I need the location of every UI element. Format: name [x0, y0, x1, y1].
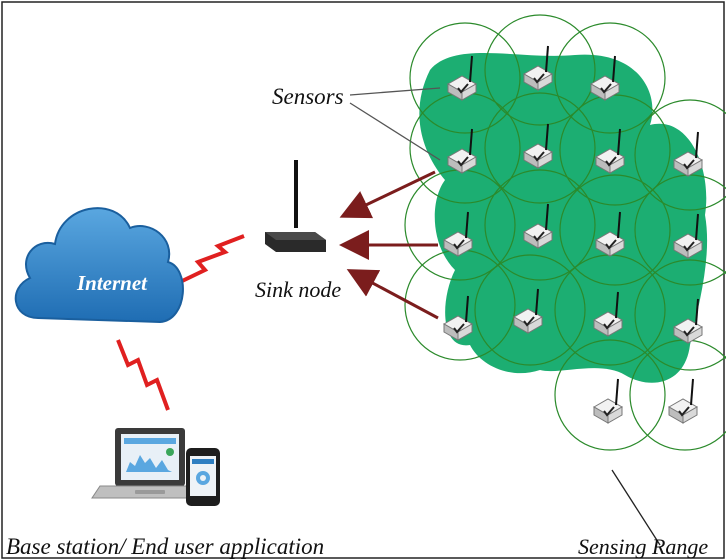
lightning-link-icon	[177, 234, 245, 285]
sensing-range-circles	[404, 14, 726, 451]
pointer-line	[349, 102, 441, 161]
flow-arrow	[346, 269, 439, 320]
router-icon	[265, 160, 326, 252]
sensing-range-label: Sensing Range	[578, 534, 708, 559]
range-circle	[559, 94, 671, 206]
sink-node-label: Sink node	[255, 277, 341, 302]
range-circle	[474, 254, 586, 366]
range-circle	[559, 174, 671, 286]
sensor-node-icon	[668, 378, 698, 424]
sensing-area	[419, 53, 708, 383]
sensing-range-pointer	[611, 469, 661, 546]
pointer-line	[349, 87, 441, 96]
range-circle	[634, 99, 726, 211]
sensor-node-icon	[593, 378, 623, 424]
range-circle	[409, 22, 521, 134]
range-circle	[484, 14, 596, 126]
range-circle	[634, 259, 726, 371]
data-flow-arrows	[339, 170, 439, 320]
internet-label: Internet	[76, 271, 148, 295]
sensors-label: Sensors	[272, 84, 344, 109]
lightning-link-icon	[116, 339, 170, 411]
base-station-label: Base station/ End user application	[6, 534, 324, 559]
range-circle	[484, 92, 596, 204]
sensors-pointer-lines	[349, 87, 441, 161]
smartphone-icon	[186, 448, 220, 506]
cloud-icon	[14, 207, 184, 324]
laptop-icon	[91, 428, 209, 499]
range-circle	[484, 169, 596, 281]
range-circle	[554, 22, 666, 134]
range-circle	[554, 339, 666, 451]
flow-arrow	[339, 170, 436, 219]
